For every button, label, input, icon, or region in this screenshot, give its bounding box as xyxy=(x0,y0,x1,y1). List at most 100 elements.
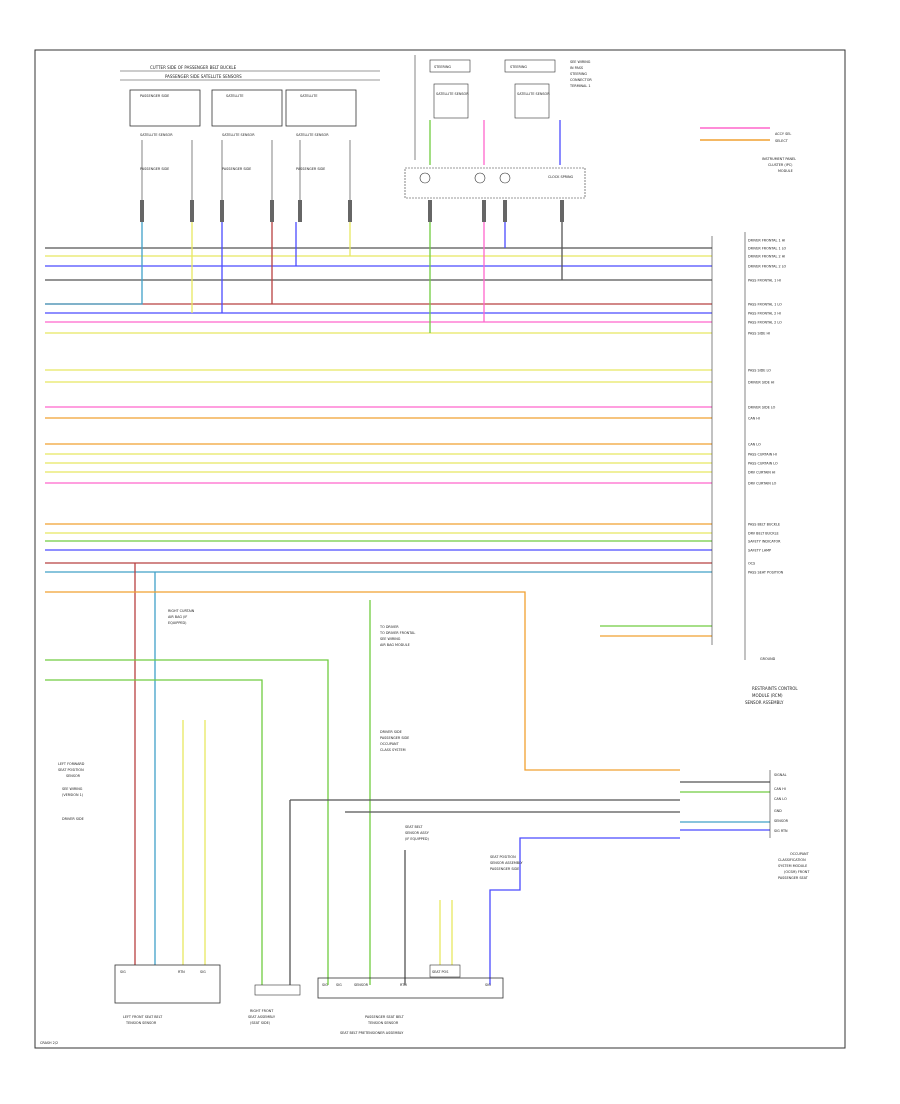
svg-text:RIGHT FRONT: RIGHT FRONT xyxy=(250,1009,274,1013)
svg-text:DRIVER SIDE: DRIVER SIDE xyxy=(62,817,84,821)
svg-text:IN PASS: IN PASS xyxy=(570,66,583,70)
svg-text:AIR BAG MODULE: AIR BAG MODULE xyxy=(380,643,410,647)
rcm-pin-label: DRV CURTAIN HI xyxy=(748,471,775,475)
module-1: PASSENGER SIDE SATELLITE SENSOR PASSENGE… xyxy=(129,89,201,171)
passenger-belt-tension-sensor: SIG SIG SENSOR RTN SIG PASSENGER SEAT BE… xyxy=(317,855,524,1035)
rcm-pin-label: PASS FRONTAL 2 HI xyxy=(748,312,781,316)
svg-text:SENSOR ASSEMBLY: SENSOR ASSEMBLY xyxy=(745,700,784,705)
svg-text:SYSTEM MODULE: SYSTEM MODULE xyxy=(778,864,807,868)
svg-text:DRIVER SIDE: DRIVER SIDE xyxy=(380,730,402,734)
svg-text:ACCY SEL: ACCY SEL xyxy=(775,132,791,136)
ipc-module: ACCY SEL SELECT INSTRUMENT PANEL CLUSTER… xyxy=(700,127,796,173)
svg-text:SATELLITE: SATELLITE xyxy=(300,94,317,98)
clock-spring-block: STEERING STEERING SATELLITE SENSOR SATEL… xyxy=(404,55,586,222)
svg-text:CONNECTOR: CONNECTOR xyxy=(570,78,592,82)
rcm-pin-label: PASS BELT BUCKLE xyxy=(748,523,780,527)
svg-text:PASSENGER SIDE: PASSENGER SIDE xyxy=(380,736,409,740)
svg-text:AIR BAG (IF: AIR BAG (IF xyxy=(168,615,187,619)
svg-text:OCCUPANT: OCCUPANT xyxy=(380,742,400,746)
top-sensor-block: CUTTER SIDE OF PASSENGER BELT BUCKLE PAS… xyxy=(120,65,380,222)
module-3: SATELLITE SATELLITE SENSOR PASSENGER SID… xyxy=(285,89,357,171)
rcm-pin-label: DRIVER SIDE LO xyxy=(748,406,776,410)
rcm-pin-label: DRV CURTAIN LO xyxy=(748,482,777,486)
rcm-pin-label: PASS FRONTAL 1 HI xyxy=(748,279,781,283)
rcm-pin-label: DRIVER FRONTAL 2 HI xyxy=(748,255,785,259)
svg-text:GND: GND xyxy=(774,809,782,813)
svg-text:SATELLITE: SATELLITE xyxy=(226,94,243,98)
rcm-pin-label: CAN LO xyxy=(748,443,761,447)
svg-text:PASSENGER SIDE: PASSENGER SIDE xyxy=(490,867,519,871)
wire xyxy=(45,591,680,771)
rcm-pin-label: CAN HI xyxy=(748,417,760,421)
svg-text:TENSION SENSOR: TENSION SENSOR xyxy=(125,1021,157,1025)
svg-text:(VERSION 1): (VERSION 1) xyxy=(62,793,84,797)
svg-text:EQUIPPED): EQUIPPED) xyxy=(168,621,187,625)
wire xyxy=(45,659,329,985)
svg-text:SEAT POSITION: SEAT POSITION xyxy=(58,768,84,772)
svg-text:SENSOR: SENSOR xyxy=(66,774,81,778)
svg-text:SENSOR ASSY: SENSOR ASSY xyxy=(405,831,430,835)
rcm-pin-label: DRIVER SIDE HI xyxy=(748,381,774,385)
svg-text:SEE WIRING: SEE WIRING xyxy=(380,637,401,641)
rcm-pin-label: PASS FRONTAL 2 LO xyxy=(748,321,782,325)
svg-text:SATELLITE SENSOR: SATELLITE SENSOR xyxy=(436,92,469,96)
rcm-pin-label: OCS xyxy=(748,562,755,566)
wire-layer xyxy=(45,120,770,985)
rcm-pin-label: PASS CURTAIN HI xyxy=(748,453,777,457)
svg-text:RTN: RTN xyxy=(178,970,185,974)
svg-text:RIGHT CURTAIN: RIGHT CURTAIN xyxy=(168,609,195,613)
left-belt-tension-sensor: SIG RTN SIG LEFT FRONT SEAT BELT TENSION… xyxy=(58,762,221,1025)
rcm-pin-label: DRIVER FRONTAL 2 LO xyxy=(748,265,786,269)
svg-text:PASSENGER SIDE: PASSENGER SIDE xyxy=(140,167,169,171)
wire xyxy=(45,222,143,305)
right-front-seat-block: RIGHT FRONT SEAT ASSEMBLY (SEAT SIDE) SE… xyxy=(248,964,461,1025)
svg-text:SEE WIRING: SEE WIRING xyxy=(570,60,591,64)
svg-text:RTN: RTN xyxy=(400,983,407,987)
rcm-connector xyxy=(711,232,746,660)
svg-text:SEAT POSITION: SEAT POSITION xyxy=(490,855,516,859)
svg-text:SEAT BELT PRETENSIONER ASSEMBL: SEAT BELT PRETENSIONER ASSEMBLY xyxy=(340,1031,404,1035)
svg-text:PASSENGER SIDE: PASSENGER SIDE xyxy=(140,94,169,98)
svg-text:INSTRUMENT PANEL: INSTRUMENT PANEL xyxy=(762,157,796,161)
svg-text:SELECT: SELECT xyxy=(775,139,789,143)
svg-text:TENSION SENSOR: TENSION SENSOR xyxy=(367,1021,399,1025)
rcm-title: GROUND RESTRAINTS CONTROL MODULE (RCM) S… xyxy=(745,657,798,705)
page-code: CRASH 2/2 xyxy=(40,1041,58,1045)
svg-text:PASSENGER SEAT BELT: PASSENGER SEAT BELT xyxy=(365,1015,405,1019)
top-inner-label: PASSENGER SIDE SATELLITE SENSORS xyxy=(165,74,242,79)
rcm-pin-label: DRV BELT BUCKLE xyxy=(748,532,779,536)
ocsm-module: SIGNAL CAN HI CAN LO GND SENSOR SIG RTN … xyxy=(769,770,810,880)
reference-note: SEE WIRING IN PASS STEERING CONNECTOR TE… xyxy=(569,60,592,88)
svg-text:PASSENGER SIDE: PASSENGER SIDE xyxy=(296,167,325,171)
wire xyxy=(289,799,680,985)
svg-text:SIG: SIG xyxy=(120,970,126,974)
svg-text:OCCUPANT: OCCUPANT xyxy=(790,852,810,856)
svg-text:SIG: SIG xyxy=(336,983,342,987)
svg-text:SENSOR ASSEMBLY: SENSOR ASSEMBLY xyxy=(490,861,524,865)
top-outer-label: CUTTER SIDE OF PASSENGER BELT BUCKLE xyxy=(150,65,237,70)
svg-text:SENSOR: SENSOR xyxy=(774,819,789,823)
rcm-pin-label: PASS SIDE LO xyxy=(748,369,771,373)
annotation-notes: RIGHT CURTAIN AIR BAG (IF EQUIPPED) TO D… xyxy=(168,609,430,841)
svg-text:SIGNAL: SIGNAL xyxy=(774,773,787,777)
svg-text:RESTRAINTS CONTROL: RESTRAINTS CONTROL xyxy=(752,686,798,691)
svg-text:(SEAT SIDE): (SEAT SIDE) xyxy=(250,1021,271,1025)
svg-text:PASSENGER SEAT: PASSENGER SEAT xyxy=(778,876,809,880)
svg-text:CLUSTER (IPC): CLUSTER (IPC) xyxy=(768,163,793,167)
svg-text:SIG RTN: SIG RTN xyxy=(774,829,788,833)
svg-text:CAN LO: CAN LO xyxy=(774,797,787,801)
wire xyxy=(45,679,263,985)
svg-text:GROUND: GROUND xyxy=(760,657,776,661)
svg-text:CAN HI: CAN HI xyxy=(774,787,786,791)
svg-text:SEAT BELT: SEAT BELT xyxy=(405,825,423,829)
rcm-pin-label: SAFETY INDICATOR xyxy=(748,540,781,544)
svg-text:LEFT FORWARD: LEFT FORWARD xyxy=(58,762,85,766)
svg-text:PASSENGER SIDE: PASSENGER SIDE xyxy=(222,167,251,171)
svg-text:SIG: SIG xyxy=(200,970,206,974)
wire xyxy=(439,900,453,965)
svg-text:SATELLITE SENSOR: SATELLITE SENSOR xyxy=(517,92,550,96)
svg-text:(OCSM) FRONT: (OCSM) FRONT xyxy=(784,870,810,874)
